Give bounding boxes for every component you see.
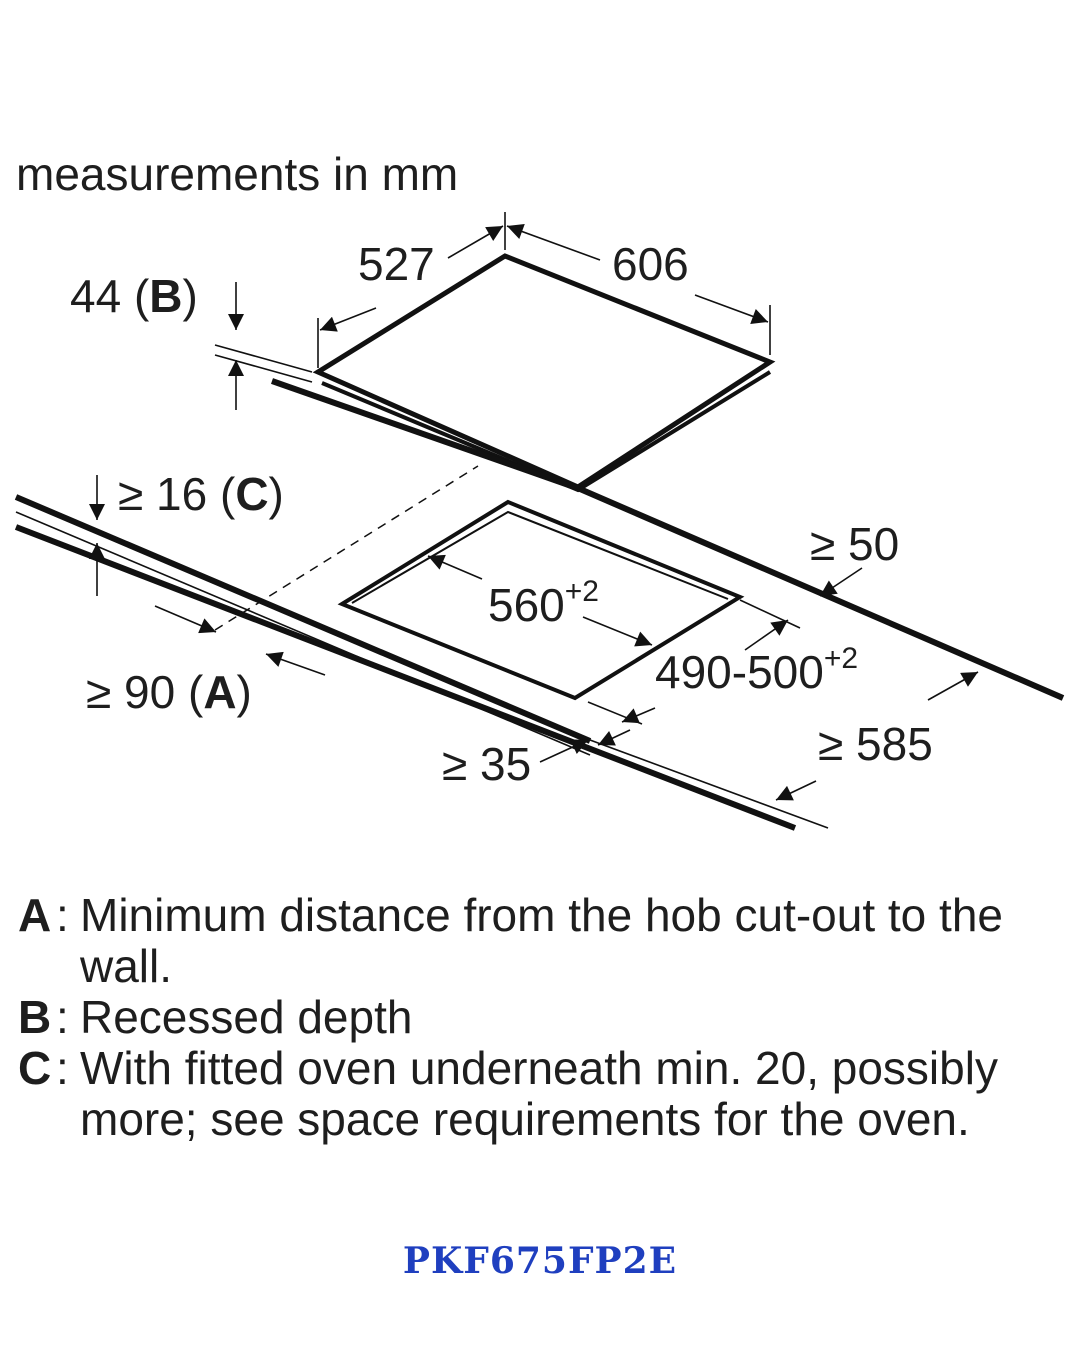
dimension-527 bbox=[317, 212, 506, 368]
legend-key: C bbox=[18, 1042, 52, 1094]
legend-item-a: A : Minimum distance from the hob cut-ou… bbox=[18, 890, 1058, 992]
dimension-50-label: ≥ 50 bbox=[810, 518, 899, 570]
worktop bbox=[14, 486, 1065, 831]
model-number: PKF675FP2E bbox=[402, 1240, 678, 1282]
dimension-16-label: ≥ 16 (C) bbox=[118, 468, 284, 520]
legend-item-b: B : Recessed depth bbox=[18, 992, 1058, 1043]
legend-text: With fitted oven underneath min. 20, pos… bbox=[80, 1042, 998, 1145]
units-caption: measurements in mm bbox=[16, 148, 458, 200]
legend-text: Recessed depth bbox=[80, 991, 413, 1043]
dimension-50-arrow bbox=[819, 567, 863, 597]
dimension-585 bbox=[775, 671, 979, 801]
legend-item-c: C : With fitted oven underneath min. 20,… bbox=[18, 1043, 1058, 1145]
dimension-44 bbox=[214, 282, 313, 410]
dimension-606-label: 606 bbox=[612, 238, 689, 290]
dimension-527-label: 527 bbox=[358, 238, 435, 290]
dimension-490-500 bbox=[587, 599, 801, 725]
legend-key: B bbox=[18, 991, 52, 1043]
legend: A : Minimum distance from the hob cut-ou… bbox=[18, 890, 1058, 1145]
cut-out bbox=[337, 499, 745, 701]
dimension-585-label: ≥ 585 bbox=[818, 718, 933, 770]
dimension-35 bbox=[539, 729, 631, 763]
dimension-90-label: ≥ 90 (A) bbox=[86, 666, 252, 718]
dimension-560-label: 560+2 bbox=[488, 575, 599, 631]
legend-key: A bbox=[18, 889, 52, 941]
dimension-560 bbox=[427, 554, 653, 647]
installation-diagram: measurements in mm 527 606 44 (B) bbox=[14, 148, 1065, 831]
hob-body bbox=[312, 253, 776, 493]
dimension-44-label: 44 (B) bbox=[70, 270, 198, 322]
dimension-35-label: ≥ 35 bbox=[442, 738, 531, 790]
hob-base-line bbox=[271, 378, 581, 492]
projection-line bbox=[214, 465, 479, 631]
dimension-90 bbox=[154, 605, 326, 676]
legend-text: Minimum distance from the hob cut-out to… bbox=[80, 889, 1003, 992]
dimension-606 bbox=[506, 223, 771, 355]
dimension-490-500-label: 490-500+2 bbox=[655, 642, 858, 698]
